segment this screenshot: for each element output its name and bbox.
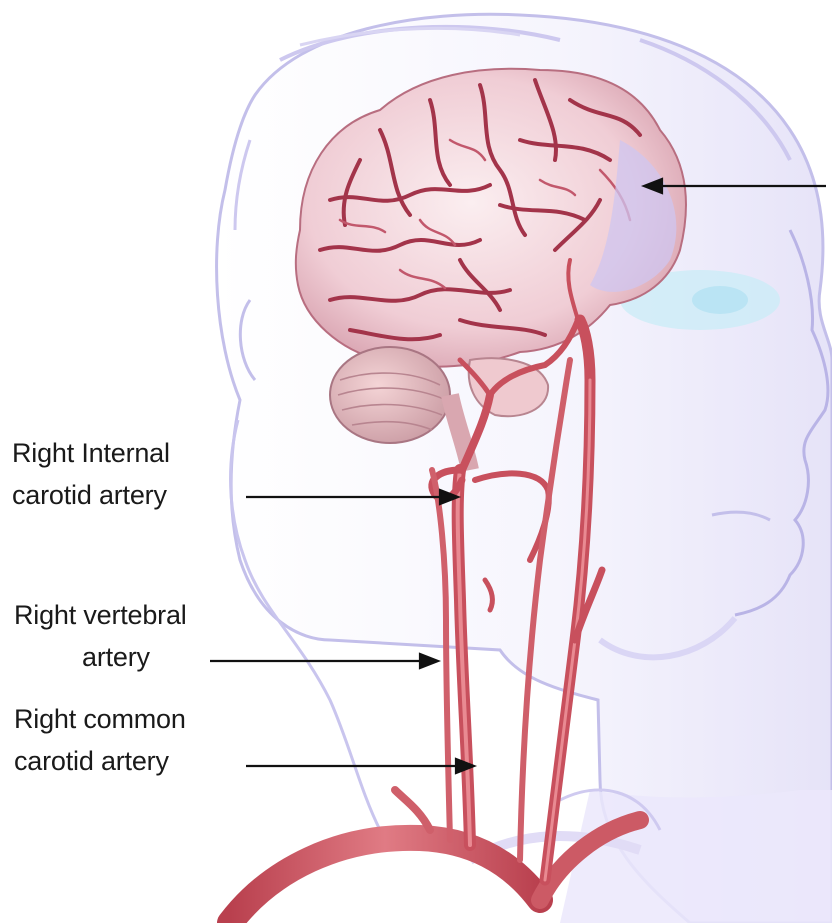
label-common-carotid-line2: carotid artery xyxy=(14,744,169,778)
label-vertebral-line1: Right vertebral xyxy=(14,598,187,632)
label-internal-carotid-line2: carotid artery xyxy=(12,478,167,512)
label-vertebral-line2: artery xyxy=(82,640,150,674)
label-internal-carotid-line1: Right Internal xyxy=(12,436,170,470)
label-common-carotid-line1: Right common xyxy=(14,702,186,736)
